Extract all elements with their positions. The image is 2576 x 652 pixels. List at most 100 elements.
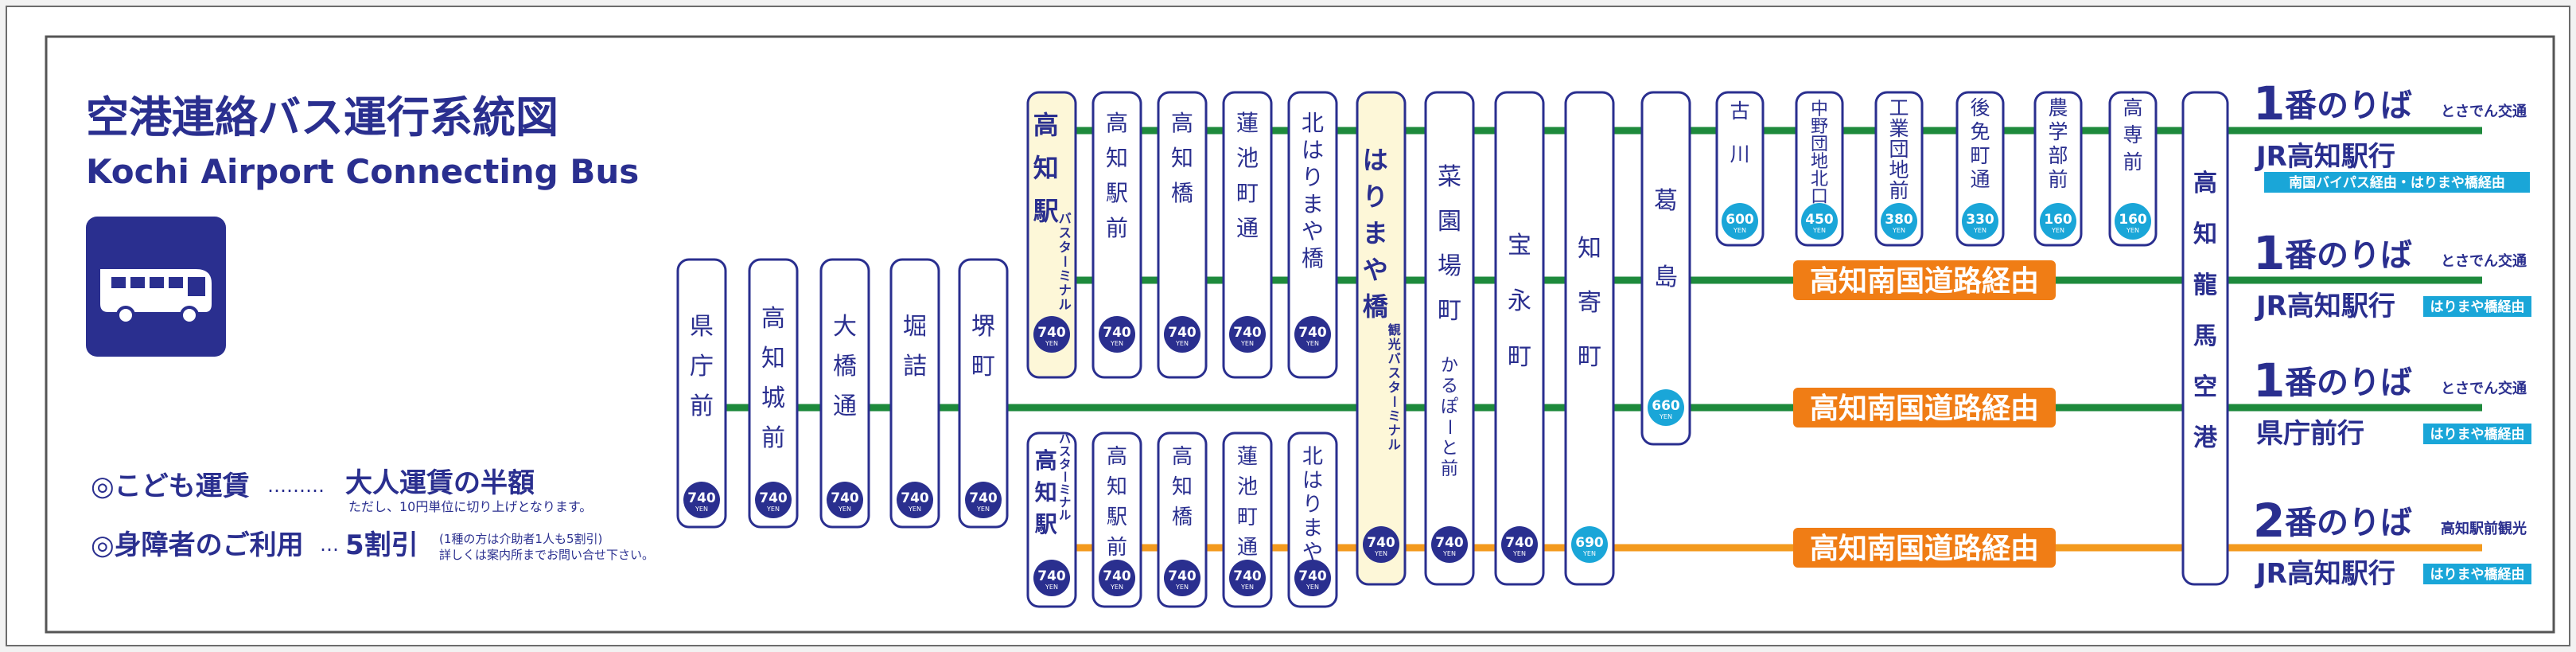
fare-yen: YEN (1442, 550, 1456, 557)
fare-circle (1294, 316, 1331, 353)
stop-box (1874, 91, 1924, 247)
fare-yen: YEN (1892, 227, 1905, 234)
stop-name-char: 学 (2048, 120, 2068, 143)
fare-notes: ◎こども運賃 ……… 大人運賃の半額 ただし、10円単位に切り上げとなります。 … (91, 467, 654, 562)
stop-sub-char: ー (1058, 470, 1072, 482)
fare-yen: YEN (1306, 584, 1319, 591)
stop-name-char: 前 (1106, 215, 1128, 241)
stop-name: 堀詰 (903, 313, 927, 381)
disabled-fare-note-1: (1種の方は介助者1人も5割引) (439, 532, 602, 546)
stop-name-char: 免 (1970, 120, 1990, 143)
stop-name-char: 橋 (1171, 180, 1193, 206)
stop-name-char: 知 (1107, 475, 1127, 499)
fare-value: 740 (1103, 325, 1131, 341)
stop-name-char: 寄 (1578, 289, 1601, 317)
stop-name-char: 空 (2193, 373, 2217, 401)
fare-yen: YEN (908, 506, 921, 513)
fare-value: 740 (759, 490, 788, 506)
fare-value: 740 (1435, 535, 1464, 551)
route-label-bg (1793, 528, 2056, 568)
fare-value: 740 (969, 490, 998, 506)
fare-value: 740 (1168, 568, 1197, 584)
stop-name-char: 専 (2123, 123, 2142, 146)
fare-yen: YEN (1659, 413, 1672, 420)
fare-circle (2040, 203, 2076, 240)
stop-sub-char: ー (1438, 418, 1458, 435)
stop-name-char: 知 (1171, 145, 1193, 171)
fare-circle (683, 482, 720, 518)
stop-sub-char: タ (1059, 240, 1072, 255)
fare-circle (1229, 316, 1266, 353)
fare-yen: YEN (1110, 584, 1123, 591)
stop-box (1356, 91, 1407, 586)
stop-name-char: 団 (1889, 138, 1909, 161)
fare-circle (1294, 560, 1331, 596)
fare-value: 740 (1298, 325, 1327, 341)
fare-circle (1033, 316, 1070, 353)
platform-destination: JR高知駅行 (2255, 291, 2395, 322)
route-label-bg (1793, 260, 2056, 300)
platform-label: 番のりば (2285, 365, 2412, 401)
route-label-text: 高知南国道路経由 (1810, 265, 2039, 298)
platform-company: とさでん交通 (2441, 380, 2527, 397)
stop-name-char: 中 (1811, 100, 1828, 119)
fare-yen: YEN (1812, 227, 1826, 234)
stop-name-char: 町 (1970, 144, 1990, 167)
fare-yen: YEN (1045, 584, 1058, 591)
fare-yen: YEN (1045, 340, 1058, 347)
stop-sub-char: 前 (1441, 459, 1458, 479)
stop-name-char: 庁 (690, 353, 714, 381)
stop-name: 高知橋 (1172, 445, 1193, 529)
fare-yen: YEN (2051, 227, 2064, 234)
fare-yen: YEN (1240, 340, 1254, 347)
stop-name-char: 堀 (903, 313, 927, 341)
platform-number: 2 (2253, 494, 2285, 548)
fare-value: 740 (1103, 568, 1131, 584)
stop-box (1157, 431, 1208, 608)
fare-yen: YEN (1512, 550, 1526, 557)
stop-sub-char: タ (1388, 380, 1401, 395)
stop-name-char: 島 (1654, 264, 1678, 291)
fare-yen: YEN (1973, 227, 1986, 234)
route-label-text: 高知南国道路経由 (1810, 392, 2039, 425)
stop-name-char: 前 (2048, 168, 2068, 191)
stop-sub-char: ミ (1059, 482, 1071, 497)
platform-via: 南国バイパス経由・はりまや橋経由 (2289, 174, 2505, 191)
stop-name-char: は (1302, 469, 1323, 493)
fare-yen: YEN (695, 506, 708, 513)
stop-name-char: 池 (1237, 475, 1258, 499)
fare-value: 740 (1505, 535, 1534, 551)
stop-box (1222, 91, 1273, 379)
stop-sub-char: ス (1059, 444, 1071, 459)
stop-name-char: 永 (1508, 287, 1531, 315)
stop-name-char: 知 (1033, 153, 1059, 183)
stop-name: 大橋通 (833, 313, 857, 420)
fare-yen: YEN (1175, 584, 1189, 591)
route-label-text: 高知南国道路経由 (1810, 533, 2039, 565)
disabled-fare-value: 5割引 (345, 529, 418, 561)
stop-box (819, 258, 870, 529)
stop-sub-char: ミ (1059, 268, 1072, 283)
stop-sub-char: ス (1059, 225, 1072, 240)
stop-name: はりまや橋 (1363, 145, 1389, 322)
